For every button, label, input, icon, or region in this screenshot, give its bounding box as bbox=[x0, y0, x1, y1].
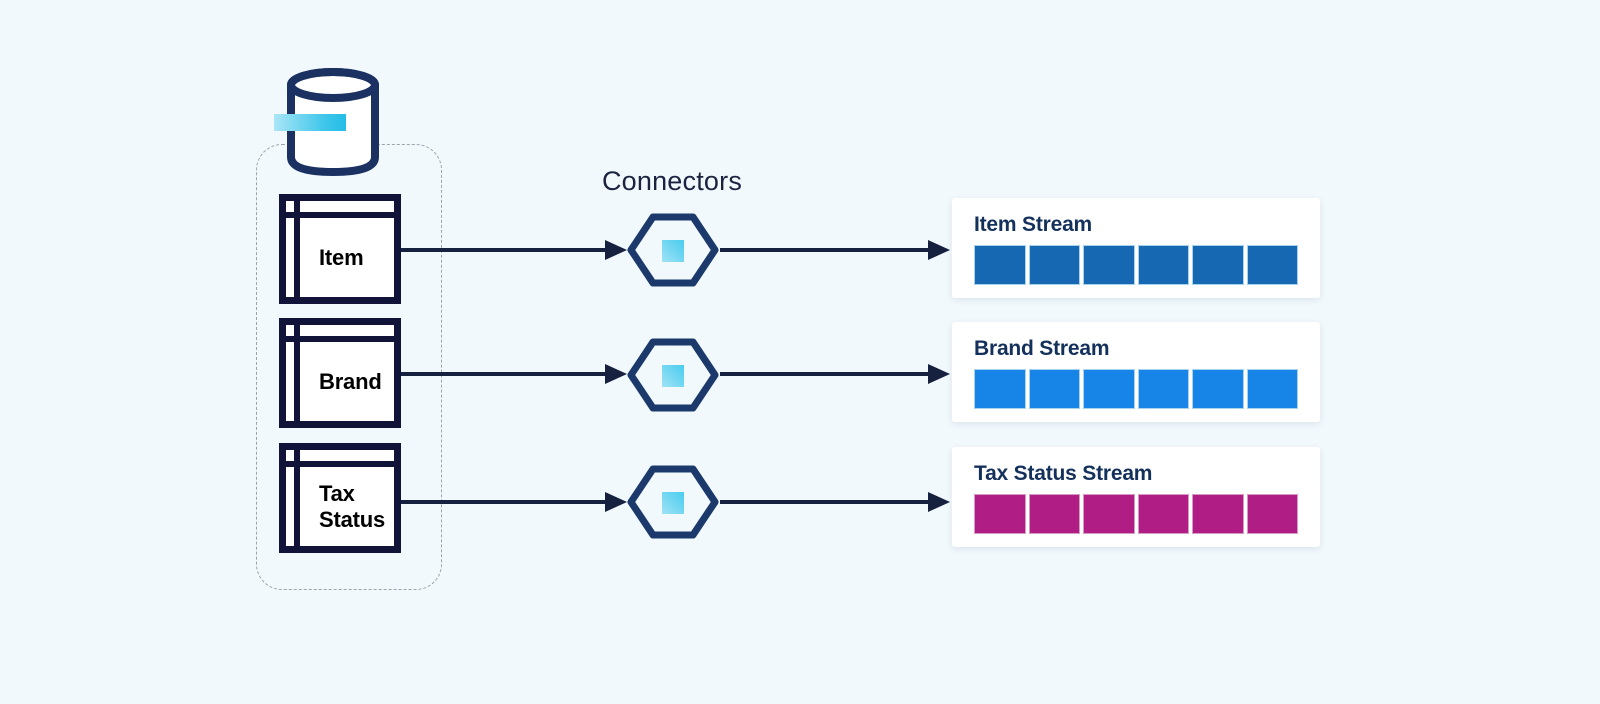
arrow-tax-status-to-connector bbox=[401, 492, 627, 512]
connector-hexagon-icon[interactable] bbox=[625, 211, 721, 289]
stream-segment bbox=[1246, 494, 1298, 534]
arrow-head bbox=[928, 364, 950, 384]
stream-segment bbox=[1083, 245, 1135, 285]
stream-card-item[interactable]: Item Stream bbox=[952, 198, 1320, 298]
arrow-shaft bbox=[401, 500, 605, 504]
stream-segment bbox=[1137, 494, 1189, 534]
stream-segment bbox=[1192, 369, 1244, 409]
table-header-cell bbox=[286, 201, 300, 218]
table-header-row bbox=[286, 450, 394, 467]
arrow-head bbox=[928, 240, 950, 260]
arrow-head bbox=[605, 492, 627, 512]
stream-segment bbox=[1192, 245, 1244, 285]
stream-card-tax-status[interactable]: Tax Status Stream bbox=[952, 447, 1320, 547]
stream-segment bbox=[974, 494, 1026, 534]
stream-segment bbox=[1028, 245, 1080, 285]
source-table-label-tax-status: Tax Status bbox=[319, 467, 388, 546]
arrow-connector-to-item-stream bbox=[720, 240, 950, 260]
stream-title: Tax Status Stream bbox=[974, 462, 1153, 485]
connectors-label: Connectors bbox=[601, 166, 743, 196]
source-table-label-item: Item bbox=[319, 218, 388, 297]
stream-segment bbox=[974, 369, 1026, 409]
arrow-connector-to-brand-stream bbox=[720, 364, 950, 384]
arrow-head bbox=[928, 492, 950, 512]
arrow-brand-to-connector bbox=[401, 364, 627, 384]
database-accent-stripe bbox=[274, 114, 346, 131]
connector-hexagon-icon[interactable] bbox=[625, 336, 721, 414]
stream-segment bbox=[1137, 245, 1189, 285]
arrow-shaft bbox=[720, 500, 928, 504]
source-table-brand[interactable]: Brand bbox=[279, 318, 401, 428]
stream-segment bbox=[974, 245, 1026, 285]
table-header-row bbox=[286, 201, 394, 218]
table-label-line: Brand bbox=[319, 368, 382, 394]
source-table-label-brand: Brand bbox=[319, 342, 388, 421]
table-header-row bbox=[286, 325, 394, 342]
table-label-line: Item bbox=[319, 244, 364, 270]
stream-segment bbox=[1137, 369, 1189, 409]
source-table-tax-status[interactable]: Tax Status bbox=[279, 443, 401, 553]
source-table-item[interactable]: Item bbox=[279, 194, 401, 304]
stream-segment bbox=[1083, 494, 1135, 534]
stream-segment bbox=[1028, 494, 1080, 534]
arrow-connector-to-tax-status-stream bbox=[720, 492, 950, 512]
arrow-shaft bbox=[401, 372, 605, 376]
stream-segments bbox=[974, 245, 1298, 285]
connector-hexagon-icon[interactable] bbox=[625, 463, 721, 541]
table-label-line: Tax bbox=[319, 480, 355, 506]
arrow-shaft bbox=[720, 248, 928, 252]
table-label-line: Status bbox=[319, 506, 386, 532]
table-left-column bbox=[286, 467, 300, 546]
stream-segment bbox=[1246, 369, 1298, 409]
stream-card-brand[interactable]: Brand Stream bbox=[952, 322, 1320, 422]
stream-title: Item Stream bbox=[974, 213, 1093, 236]
arrow-head bbox=[605, 240, 627, 260]
arrow-head bbox=[605, 364, 627, 384]
table-left-column bbox=[286, 218, 300, 297]
table-header-cell bbox=[286, 450, 300, 467]
stream-segment bbox=[1246, 245, 1298, 285]
arrow-shaft bbox=[401, 248, 605, 252]
arrow-shaft bbox=[720, 372, 928, 376]
stream-segment bbox=[1083, 369, 1135, 409]
table-header-cell bbox=[286, 325, 300, 342]
stream-segments bbox=[974, 494, 1298, 534]
table-left-column bbox=[286, 342, 300, 421]
stream-segment bbox=[1028, 369, 1080, 409]
stream-segments bbox=[974, 369, 1298, 409]
stream-segment bbox=[1192, 494, 1244, 534]
arrow-item-to-connector bbox=[401, 240, 627, 260]
stream-title: Brand Stream bbox=[974, 337, 1110, 360]
